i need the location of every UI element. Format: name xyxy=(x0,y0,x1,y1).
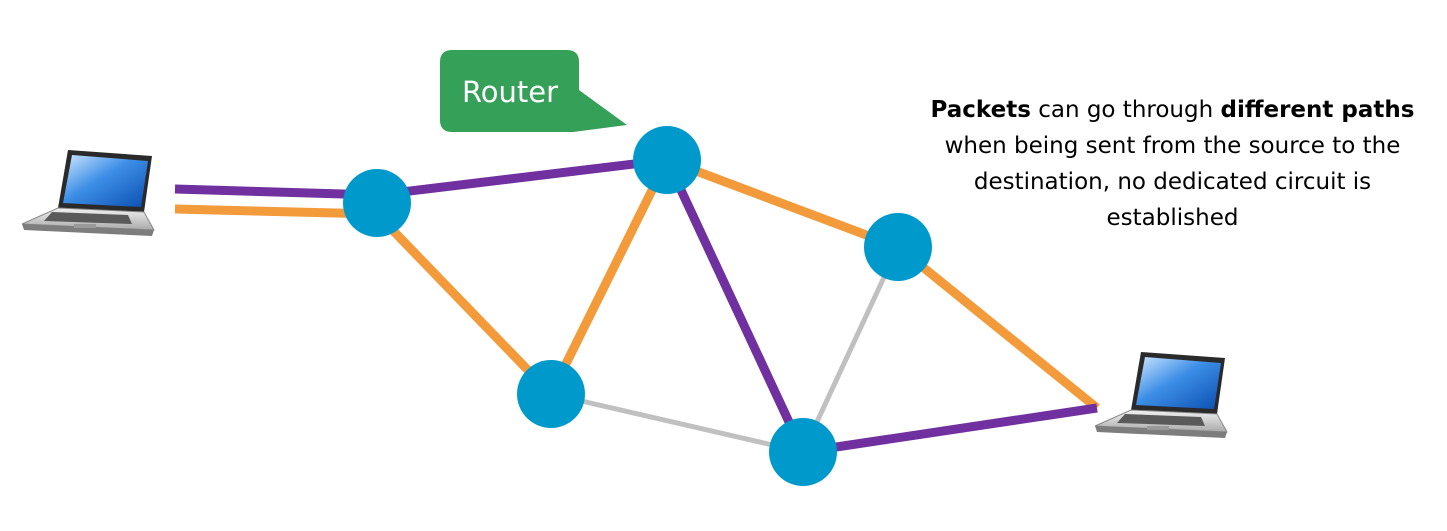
router-node-5 xyxy=(769,418,837,486)
router-node-4 xyxy=(864,213,932,281)
laptop-icon xyxy=(1094,352,1228,438)
laptop-icon xyxy=(21,150,155,236)
orange-path xyxy=(174,155,1100,412)
caption-text: Packets can go through different paths w… xyxy=(905,92,1440,236)
router-node-1 xyxy=(343,169,411,237)
caption-text-1: can go through xyxy=(1030,97,1221,123)
caption-text-2: when being sent from the source to the d… xyxy=(944,133,1401,231)
router-callout-label: Router xyxy=(462,75,558,109)
caption-bold-packets: Packets xyxy=(930,97,1031,123)
router-node-3 xyxy=(517,360,585,428)
link-r3-r5 xyxy=(550,391,804,455)
link-r4-r5 xyxy=(800,245,901,454)
caption-bold-different-paths: different paths xyxy=(1220,97,1415,123)
router-node-2 xyxy=(633,126,701,194)
router-callout: Router xyxy=(440,50,627,132)
